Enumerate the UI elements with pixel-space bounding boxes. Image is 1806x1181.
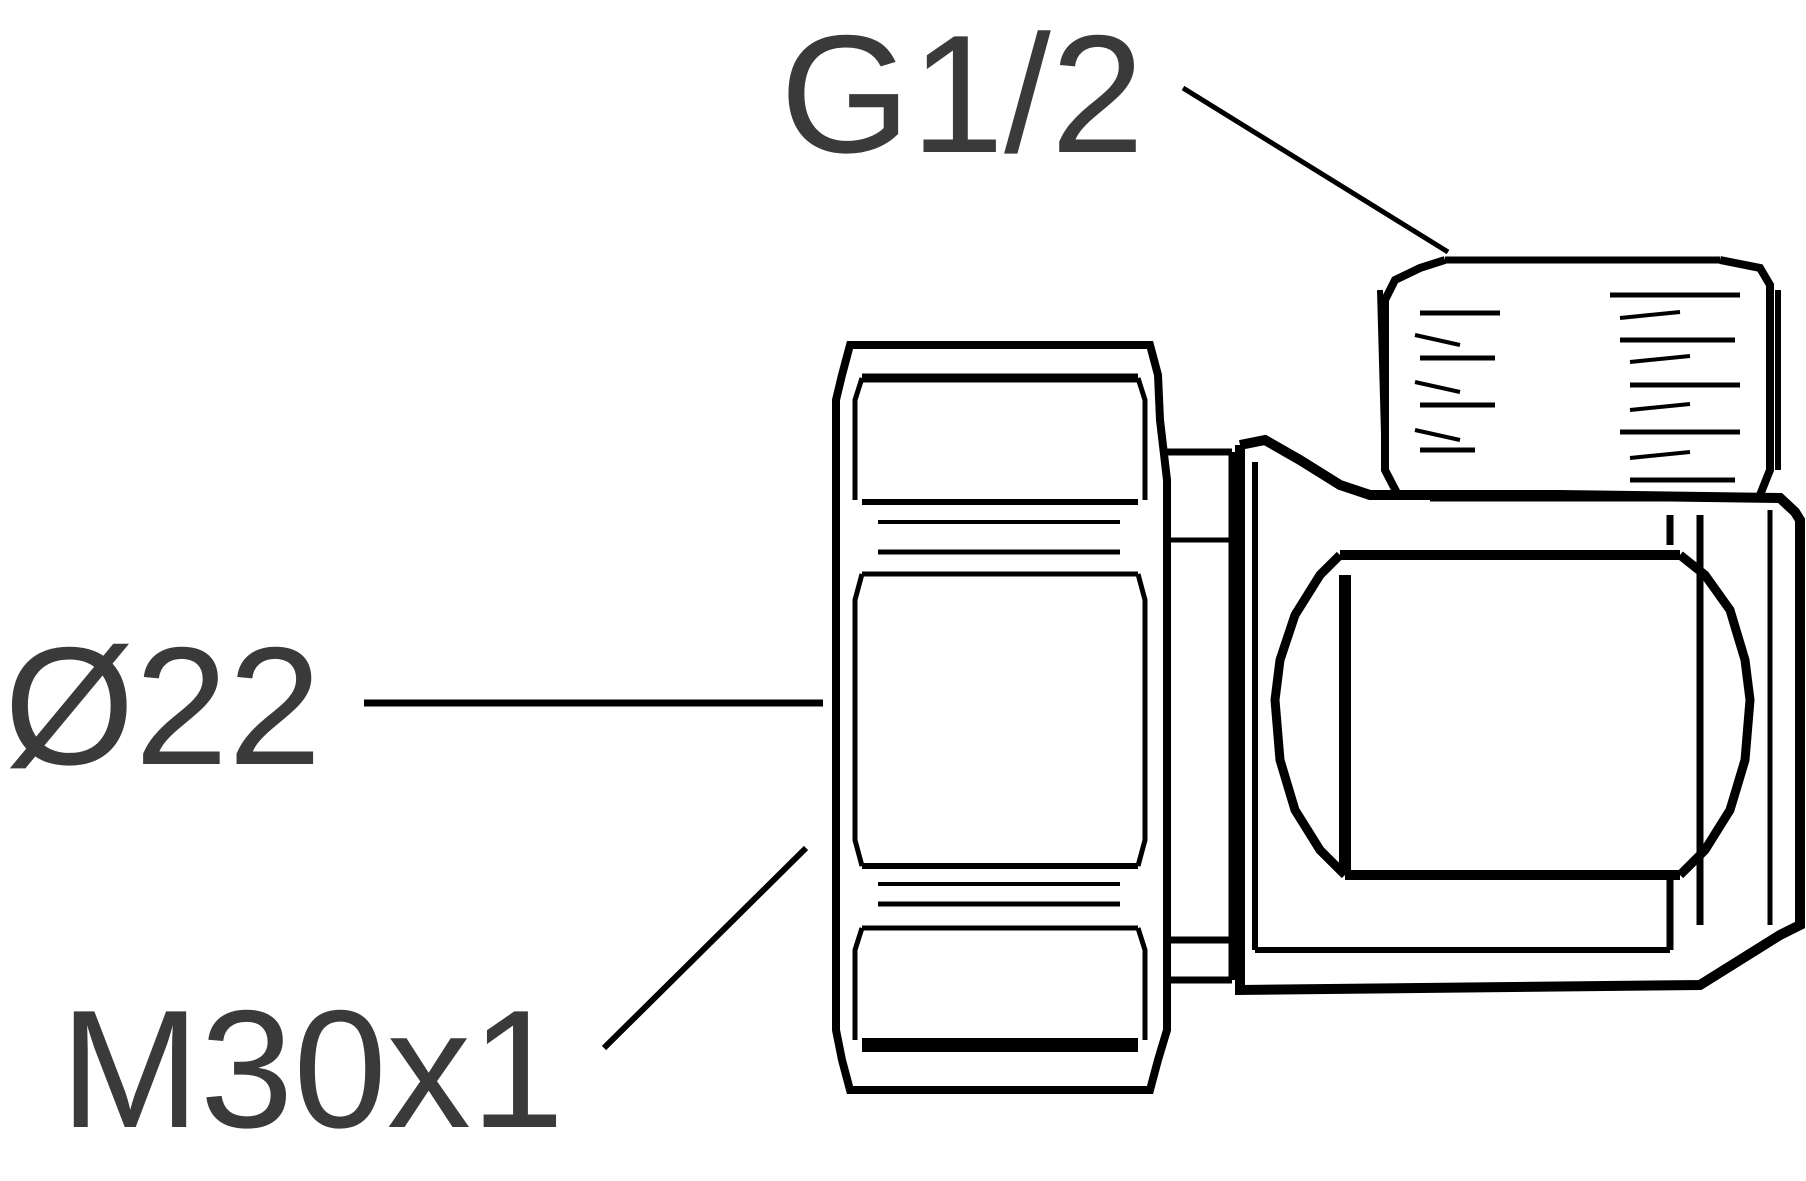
leader-line-m30 [601,845,809,1051]
elbow-body [1235,434,1805,996]
male-thread [1377,256,1781,502]
thread-label-m30x1: M30x1 [60,975,565,1163]
diameter-label: Ø22 [4,612,322,800]
nut-body [832,341,1171,1094]
leader-line-g12 [1181,85,1450,255]
neck [1167,448,1236,984]
thread-label-g12: G1/2 [780,0,1145,188]
